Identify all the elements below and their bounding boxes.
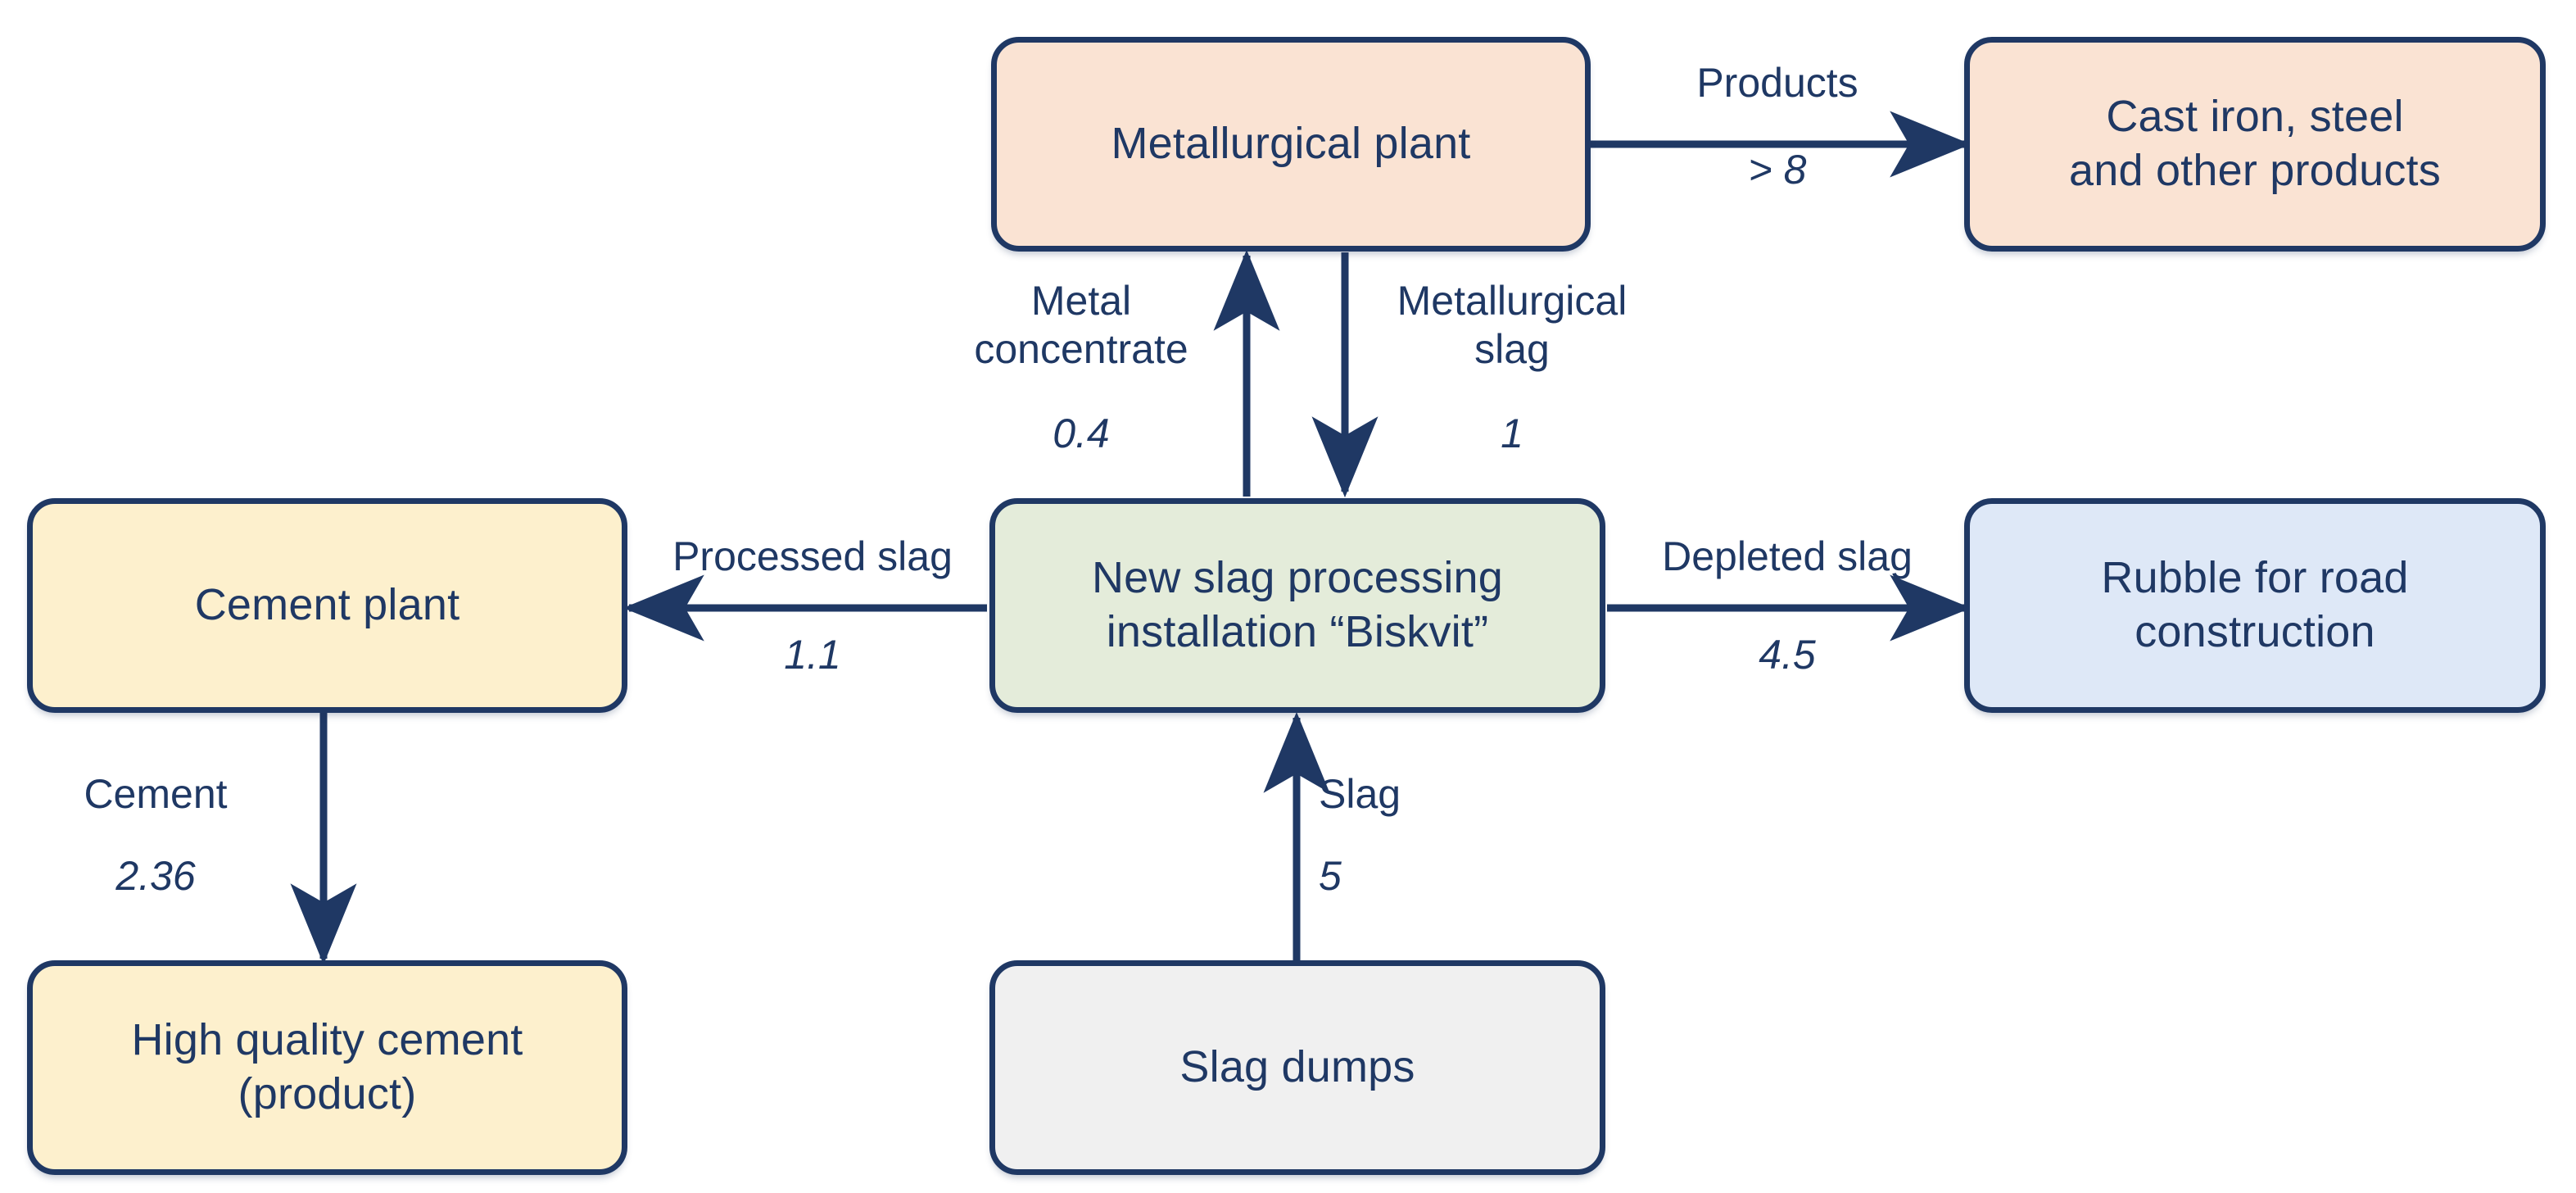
node-cement-plant-label: Cement plant xyxy=(194,580,460,630)
node-rubble-road-label: Rubble for road construction xyxy=(2101,553,2409,656)
node-cement-plant[interactable]: Cement plant xyxy=(27,498,627,713)
node-high-quality-cement[interactable]: High quality cement (product) xyxy=(27,960,627,1175)
node-metallurgical-plant-label: Metallurgical plant xyxy=(1111,119,1471,169)
node-biskvit-installation[interactable]: New slag processing installation “Biskvi… xyxy=(989,498,1605,713)
node-slag-dumps-label: Slag dumps xyxy=(1179,1042,1415,1092)
node-biskvit-installation-label: New slag processing installation “Biskvi… xyxy=(1091,553,1504,656)
node-cast-iron-steel-label: Cast iron, steel and other products xyxy=(2069,92,2441,195)
node-high-quality-cement-label: High quality cement (product) xyxy=(131,1015,523,1118)
node-cast-iron-steel[interactable]: Cast iron, steel and other products xyxy=(1964,37,2546,252)
node-rubble-road[interactable]: Rubble for road construction xyxy=(1964,498,2546,713)
node-metallurgical-plant[interactable]: Metallurgical plant xyxy=(991,37,1591,252)
node-slag-dumps[interactable]: Slag dumps xyxy=(989,960,1605,1175)
